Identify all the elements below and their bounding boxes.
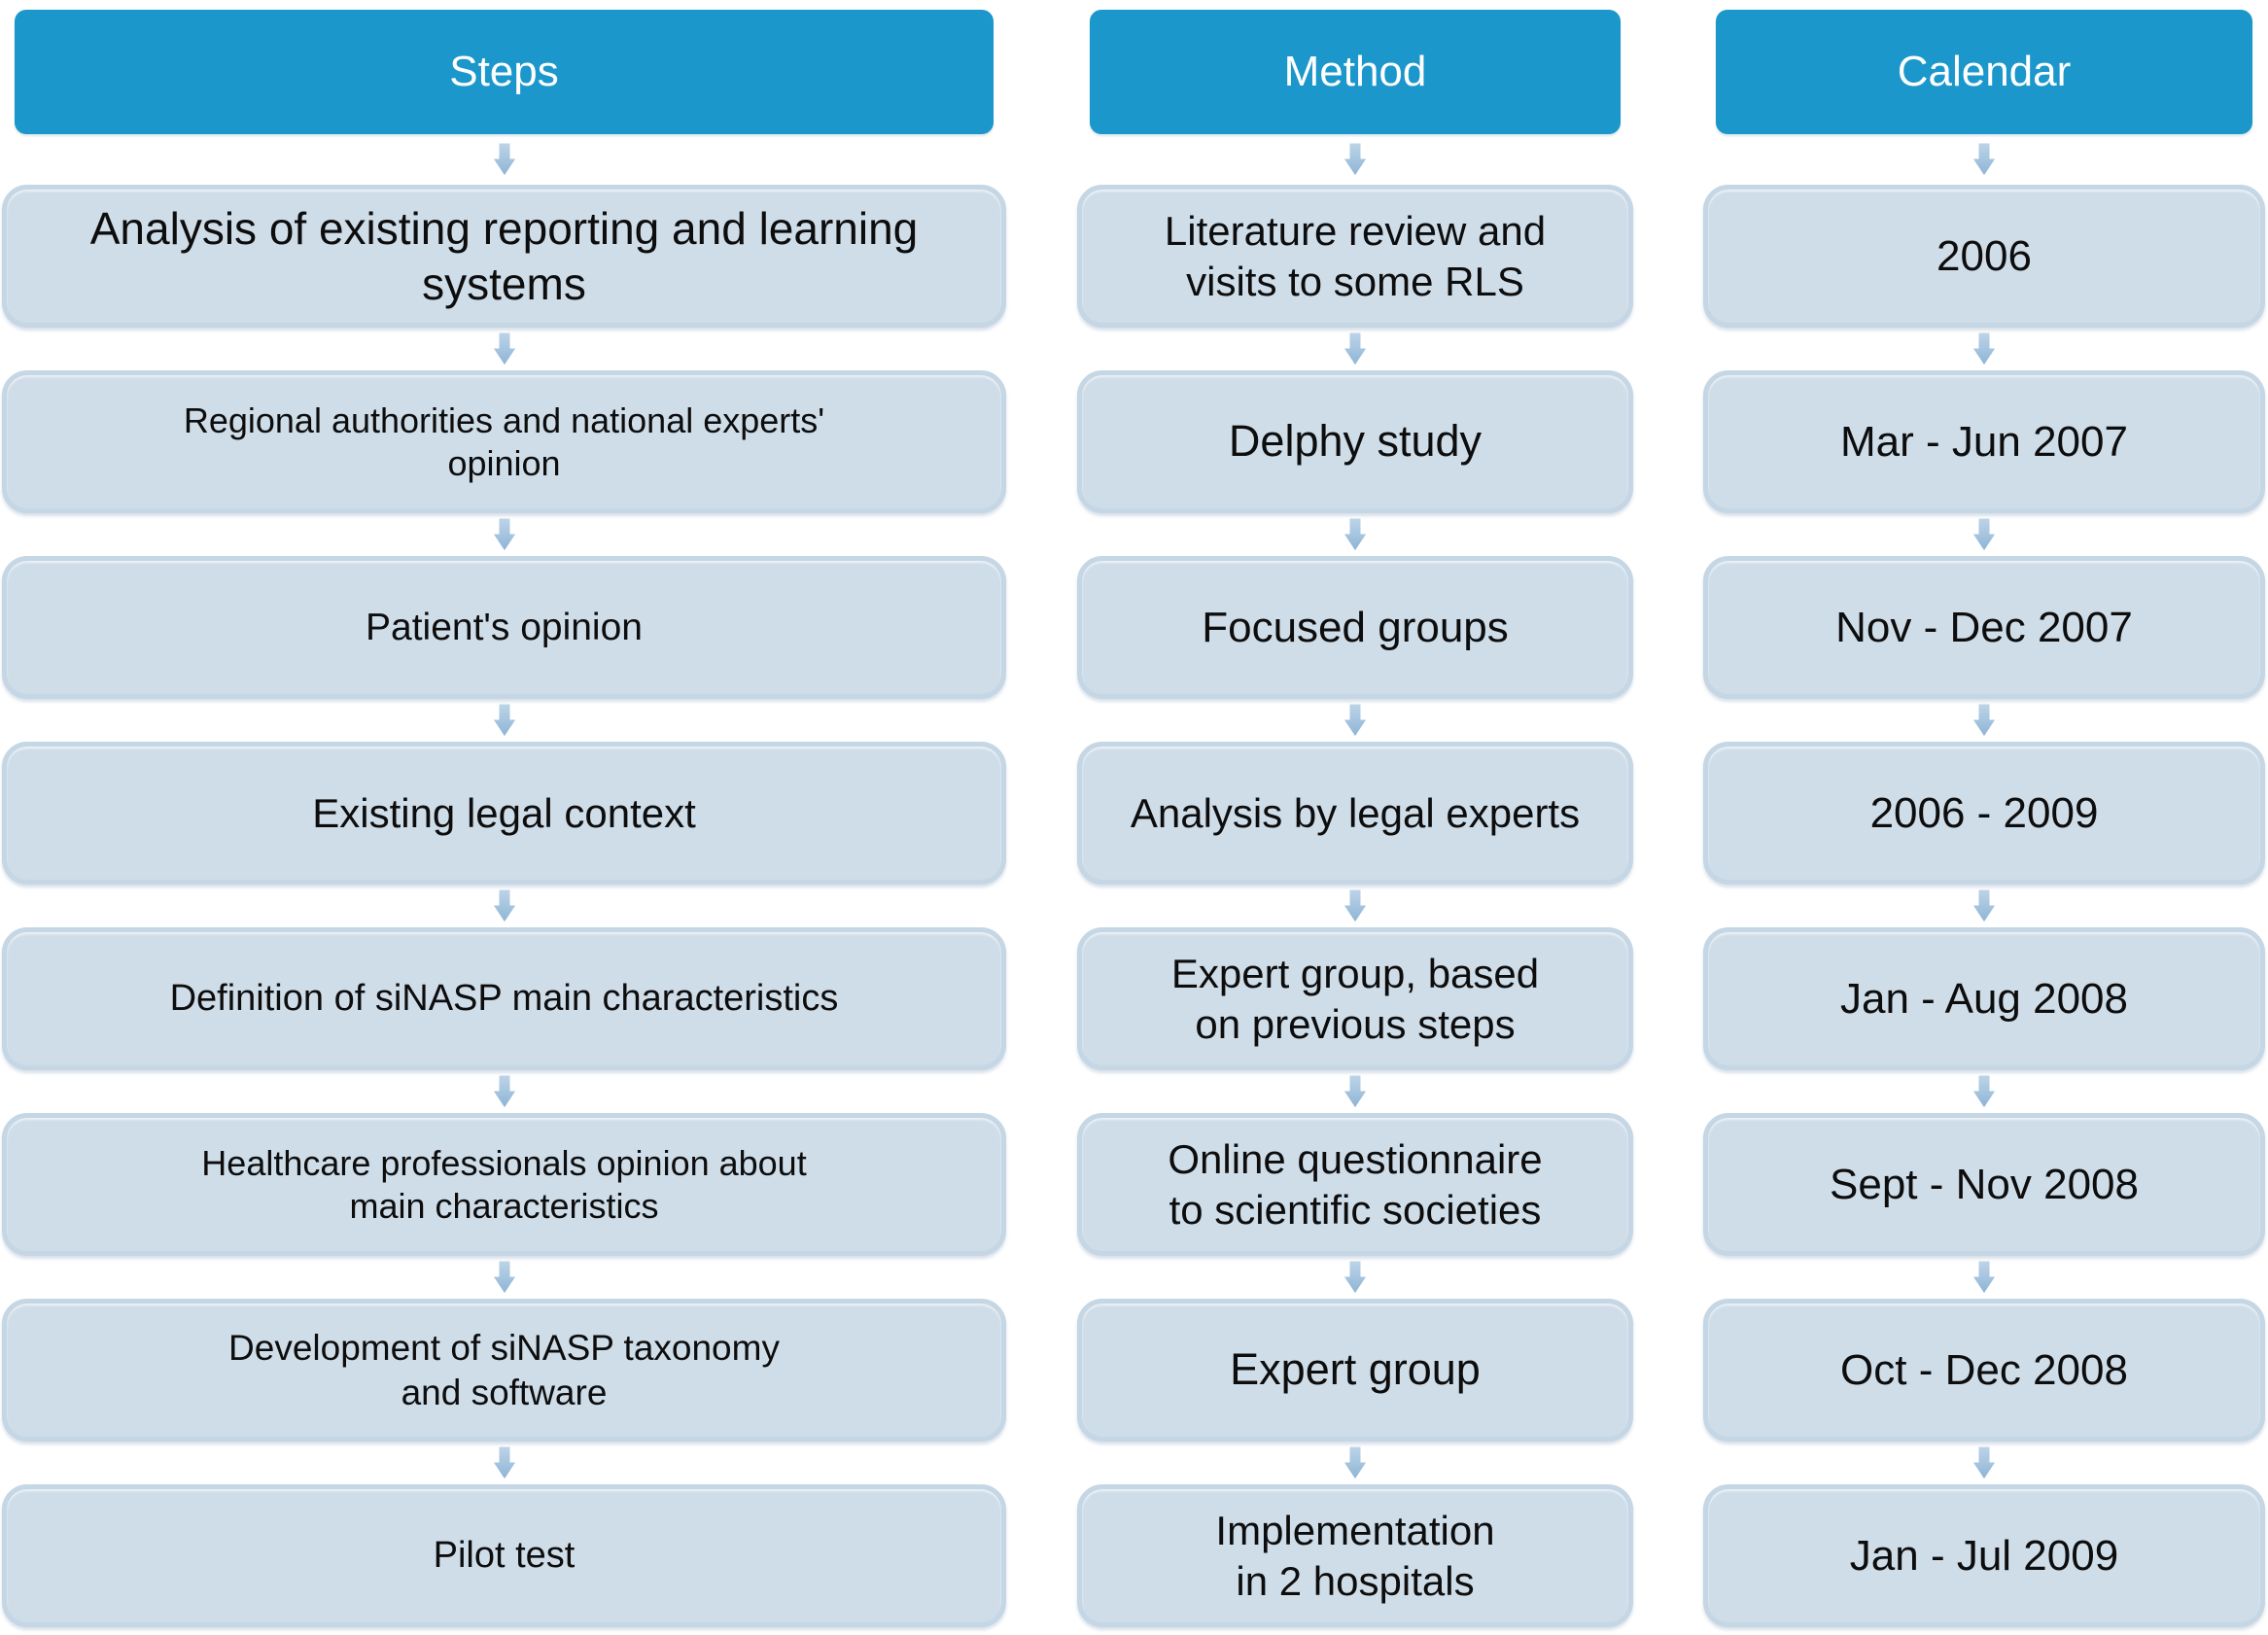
arrow-down-icon bbox=[492, 704, 516, 737]
connector bbox=[1703, 1442, 2265, 1484]
arrow-down-icon bbox=[492, 889, 516, 922]
method-box-1: Literature review and visits to some RLS bbox=[1077, 185, 1633, 328]
arrow-down-icon bbox=[1343, 1075, 1367, 1108]
method-box-5: Expert group, based on previous steps bbox=[1077, 927, 1633, 1070]
steps-box-3: Patient's opinion bbox=[2, 556, 1006, 699]
arrow-down-icon bbox=[1343, 889, 1367, 922]
connector bbox=[1077, 1442, 1633, 1484]
connector bbox=[2, 134, 1006, 185]
column-method: Method Literature review and visits to s… bbox=[1077, 0, 1633, 1627]
connector bbox=[2, 1070, 1006, 1113]
connector bbox=[1077, 1070, 1633, 1113]
method-box-6: Online questionnaire to scientific socie… bbox=[1077, 1113, 1633, 1256]
arrow-down-icon bbox=[1972, 889, 1996, 922]
arrow-down-icon bbox=[492, 143, 516, 176]
arrow-down-icon bbox=[1972, 518, 1996, 551]
connector bbox=[1703, 1070, 2265, 1113]
arrow-down-icon bbox=[1972, 143, 1996, 176]
column-calendar: Calendar 2006 Mar - Jun 2007 Nov - Dec 2… bbox=[1703, 0, 2265, 1627]
arrow-down-icon bbox=[492, 1075, 516, 1108]
arrow-down-icon bbox=[1343, 143, 1367, 176]
steps-box-7: Development of siNASP taxonomy and softw… bbox=[2, 1299, 1006, 1442]
arrow-down-icon bbox=[1972, 704, 1996, 737]
method-box-8: Implementation in 2 hospitals bbox=[1077, 1484, 1633, 1627]
arrow-down-icon bbox=[1343, 1446, 1367, 1479]
connector bbox=[1077, 885, 1633, 927]
arrow-down-icon bbox=[1343, 1261, 1367, 1294]
calendar-box-5: Jan - Aug 2008 bbox=[1703, 927, 2265, 1070]
connector bbox=[1077, 134, 1633, 185]
header-steps: Steps bbox=[15, 10, 994, 134]
arrow-down-icon bbox=[1972, 1446, 1996, 1479]
calendar-box-3: Nov - Dec 2007 bbox=[1703, 556, 2265, 699]
method-box-4: Analysis by legal experts bbox=[1077, 742, 1633, 885]
connector bbox=[1703, 699, 2265, 742]
steps-box-5: Definition of siNASP main characteristic… bbox=[2, 927, 1006, 1070]
connector bbox=[2, 328, 1006, 370]
calendar-box-6: Sept - Nov 2008 bbox=[1703, 1113, 2265, 1256]
connector bbox=[2, 1256, 1006, 1299]
arrow-down-icon bbox=[1972, 1261, 1996, 1294]
steps-box-2: Regional authorities and national expert… bbox=[2, 370, 1006, 513]
steps-box-1: Analysis of existing reporting and learn… bbox=[2, 185, 1006, 328]
arrow-down-icon bbox=[1343, 332, 1367, 365]
connector bbox=[2, 513, 1006, 556]
arrow-down-icon bbox=[492, 1446, 516, 1479]
header-method: Method bbox=[1090, 10, 1621, 134]
steps-box-6: Healthcare professionals opinion about m… bbox=[2, 1113, 1006, 1256]
connector bbox=[1703, 328, 2265, 370]
connector bbox=[2, 1442, 1006, 1484]
arrow-down-icon bbox=[1343, 518, 1367, 551]
connector bbox=[1703, 134, 2265, 185]
arrow-down-icon bbox=[492, 1261, 516, 1294]
connector bbox=[1077, 328, 1633, 370]
column-steps: Steps Analysis of existing reporting and… bbox=[2, 0, 1006, 1627]
header-calendar: Calendar bbox=[1716, 10, 2252, 134]
connector bbox=[2, 885, 1006, 927]
connector bbox=[1077, 513, 1633, 556]
arrow-down-icon bbox=[492, 518, 516, 551]
arrow-down-icon bbox=[1972, 332, 1996, 365]
calendar-box-1: 2006 bbox=[1703, 185, 2265, 328]
connector bbox=[1703, 513, 2265, 556]
arrow-down-icon bbox=[1343, 704, 1367, 737]
arrow-down-icon bbox=[492, 332, 516, 365]
calendar-box-4: 2006 - 2009 bbox=[1703, 742, 2265, 885]
calendar-box-8: Jan - Jul 2009 bbox=[1703, 1484, 2265, 1627]
steps-box-4: Existing legal context bbox=[2, 742, 1006, 885]
connector bbox=[1077, 699, 1633, 742]
connector bbox=[1703, 1256, 2265, 1299]
calendar-box-2: Mar - Jun 2007 bbox=[1703, 370, 2265, 513]
connector bbox=[1703, 885, 2265, 927]
method-box-3: Focused groups bbox=[1077, 556, 1633, 699]
steps-box-8: Pilot test bbox=[2, 1484, 1006, 1627]
method-box-2: Delphy study bbox=[1077, 370, 1633, 513]
connector bbox=[1077, 1256, 1633, 1299]
calendar-box-7: Oct - Dec 2008 bbox=[1703, 1299, 2265, 1442]
arrow-down-icon bbox=[1972, 1075, 1996, 1108]
connector bbox=[2, 699, 1006, 742]
method-box-7: Expert group bbox=[1077, 1299, 1633, 1442]
